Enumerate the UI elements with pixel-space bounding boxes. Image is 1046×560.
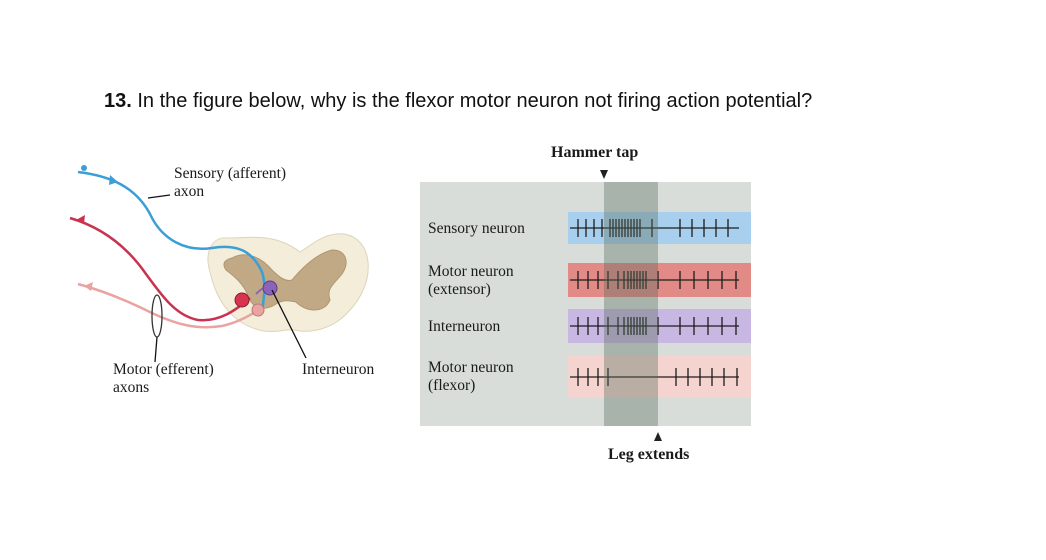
motor-axons-leader [154, 336, 158, 363]
sensory-axon-leader [147, 194, 171, 199]
motor-axons-label-line1: Motor (efferent) [113, 361, 214, 378]
flexor-motor-axon [77, 282, 263, 329]
row-label-extensor-line2: (extensor) [428, 281, 491, 298]
hammer-tap-window [604, 182, 658, 426]
motor-axons-label-line2: axons [113, 379, 150, 396]
row-label-interneuron-line1: Interneuron [428, 318, 501, 335]
sensory-axon-label-line1: Sensory (afferent) [174, 165, 287, 182]
hammer-tap-label: Hammer tap [551, 144, 639, 161]
flexor-arrow-icon [84, 282, 93, 291]
row-label-sensory-line1: Sensory neuron [428, 220, 525, 237]
question-body: In the figure below, why is the flexor m… [137, 90, 813, 112]
row-label-flexor-line2: (flexor) [428, 377, 476, 394]
question-text: 13. In the figure below, why is the flex… [104, 90, 812, 113]
interneuron-cell [262, 280, 278, 296]
row-label-flexor: Motor neuron (flexor) [428, 359, 514, 395]
question-number: 13. [104, 90, 132, 112]
extensor-motor-neuron-cell [234, 292, 250, 308]
row-label-sensory: Sensory neuron [428, 220, 525, 238]
sensory-receptor [81, 165, 87, 171]
leg-extends-arrow-icon [654, 432, 662, 441]
spinal-cord-gray-matter [223, 249, 347, 311]
leg-extends-label: Leg extends [608, 446, 690, 463]
sensory-axon-label-line2: axon [174, 183, 205, 200]
flexor-motor-neuron-cell [251, 303, 265, 317]
interneuron-leader [271, 289, 307, 359]
motor-axons-label: Motor (efferent) axons [113, 361, 214, 397]
recording-strips [568, 212, 751, 398]
sensory-axon [77, 170, 266, 313]
row-label-extensor: Motor neuron (extensor) [428, 263, 514, 299]
extensor-motor-axon [69, 216, 251, 322]
row-label-extensor-line1: Motor neuron [428, 263, 514, 280]
hammer-tap-arrow-icon [600, 170, 608, 179]
extensor-arrow-icon [76, 215, 85, 224]
interneuron-diagram-label: Interneuron [302, 361, 375, 378]
sensory-axon-label: Sensory (afferent) axon [174, 165, 286, 201]
row-label-interneuron: Interneuron [428, 318, 500, 336]
row-label-flexor-line1: Motor neuron [428, 359, 514, 376]
sensory-arrow-icon [109, 175, 118, 185]
